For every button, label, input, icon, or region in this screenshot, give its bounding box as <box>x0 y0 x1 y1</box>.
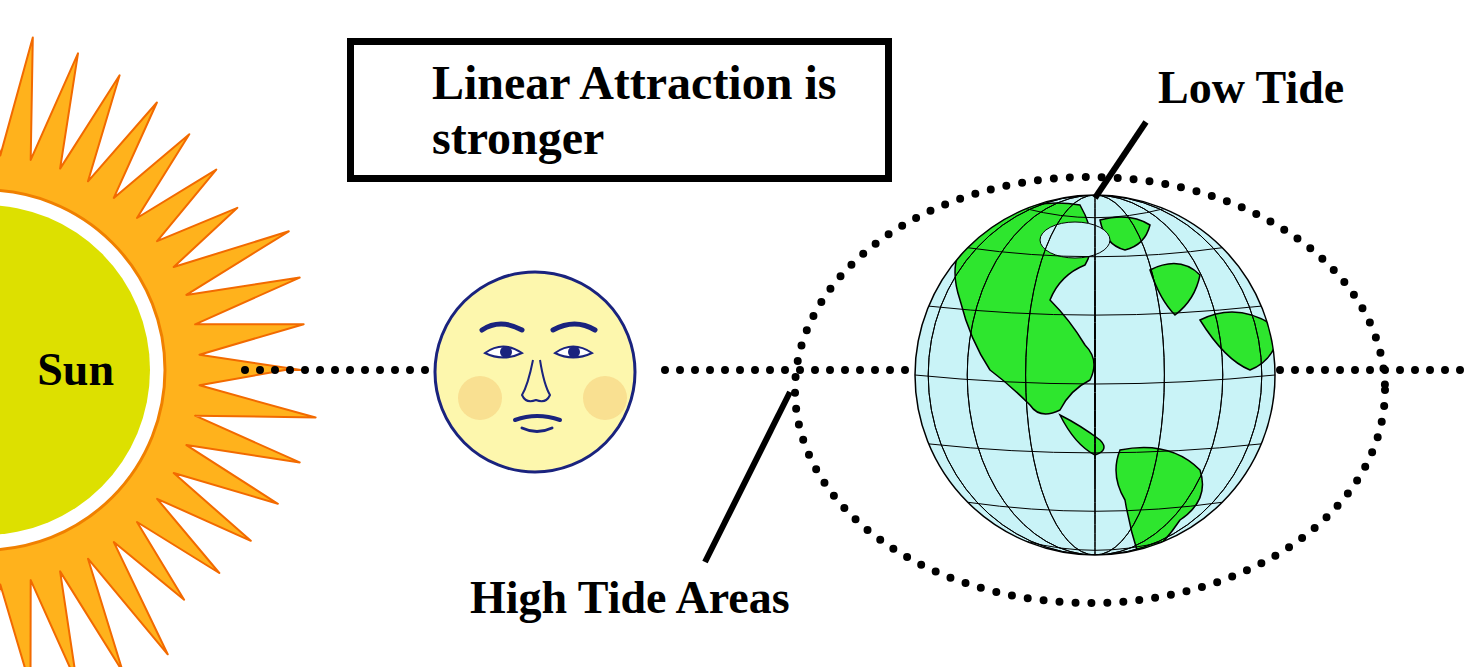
sun-ring <box>0 190 165 550</box>
earth-globe <box>915 195 1280 560</box>
high-tide-label: High Tide Areas <box>470 572 790 625</box>
moon <box>435 272 635 472</box>
sun-label: Sun <box>37 344 114 397</box>
alignment-line <box>245 366 430 374</box>
leader-line <box>705 392 790 562</box>
low-tide-label: Low Tide <box>1158 62 1344 115</box>
tide-bulge <box>795 177 1385 603</box>
leader-line <box>1095 122 1146 198</box>
note-box: Linear Attraction is stronger <box>347 38 892 182</box>
note-text: Linear Attraction is stronger <box>432 55 872 165</box>
sun-flames <box>0 37 316 667</box>
sun-flames <box>0 37 316 667</box>
